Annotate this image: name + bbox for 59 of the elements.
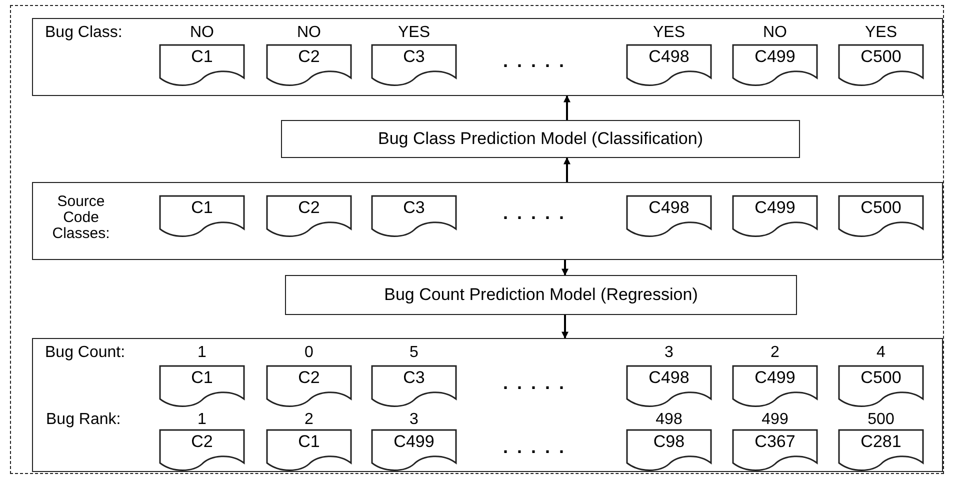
arrow: [562, 315, 568, 339]
document-shape: C500: [838, 195, 924, 237]
document-shape: C2: [266, 44, 352, 86]
document-shape: C367: [732, 429, 818, 471]
value-label: YES: [396, 24, 431, 42]
document-shape: C3: [371, 365, 457, 407]
row-heading: Bug Count:: [45, 344, 126, 362]
document-shape: C1: [159, 365, 245, 407]
document-shape: C498: [626, 365, 712, 407]
arrow: [564, 157, 570, 182]
document-shape: C1: [266, 429, 352, 471]
value-label: 499: [760, 411, 790, 429]
value-label: 498: [654, 411, 684, 429]
arrow: [564, 95, 570, 120]
document-shape: C500: [838, 44, 924, 86]
document-shape: C499: [732, 44, 818, 86]
panel: [32, 338, 943, 472]
value-label: NO: [296, 24, 322, 42]
document-shape: C498: [626, 44, 712, 86]
value-label: YES: [652, 24, 686, 42]
document-shape: C3: [371, 44, 457, 86]
value-label: 0: [304, 344, 314, 362]
value-label: NO: [762, 24, 788, 42]
document-shape: C2: [159, 429, 245, 471]
document-shape: C498: [626, 195, 712, 237]
value-label: 2: [770, 344, 780, 362]
document-shape: C2: [266, 195, 352, 237]
ellipsis-dots: . . . . .: [503, 203, 566, 224]
value-label: 3: [408, 411, 420, 429]
model-box: Bug Class Prediction Model (Classification): [281, 120, 800, 158]
ellipsis-dots: . . . . .: [503, 437, 566, 458]
ellipsis-dots: . . . . .: [503, 51, 566, 72]
document-shape: C98: [626, 429, 712, 471]
value-label: 3: [664, 344, 674, 362]
arrow: [562, 260, 568, 276]
document-shape: C499: [371, 429, 457, 471]
value-label: 1: [196, 411, 208, 429]
document-shape: C1: [159, 195, 245, 237]
value-label: 2: [304, 411, 314, 429]
document-shape: C281: [838, 429, 924, 471]
document-shape: C500: [838, 365, 924, 407]
document-shape: C1: [159, 44, 245, 86]
document-shape: C499: [732, 195, 818, 237]
panel: [32, 18, 943, 96]
value-label: NO: [189, 24, 215, 42]
value-label: 1: [196, 344, 208, 362]
document-shape: C2: [266, 365, 352, 407]
value-label: 4: [876, 344, 886, 362]
document-shape: C3: [371, 195, 457, 237]
model-box: Bug Count Prediction Model (Regression): [285, 275, 797, 315]
row-heading: Bug Rank:: [46, 411, 121, 429]
row-heading: Source Code Classes:: [51, 194, 111, 242]
ellipsis-dots: . . . . .: [503, 373, 566, 394]
panel: [32, 182, 943, 260]
value-label: YES: [864, 24, 898, 42]
document-shape: C499: [732, 365, 818, 407]
value-label: 5: [408, 344, 420, 362]
row-heading: Bug Class:: [45, 24, 122, 42]
value-label: 500: [866, 411, 896, 429]
